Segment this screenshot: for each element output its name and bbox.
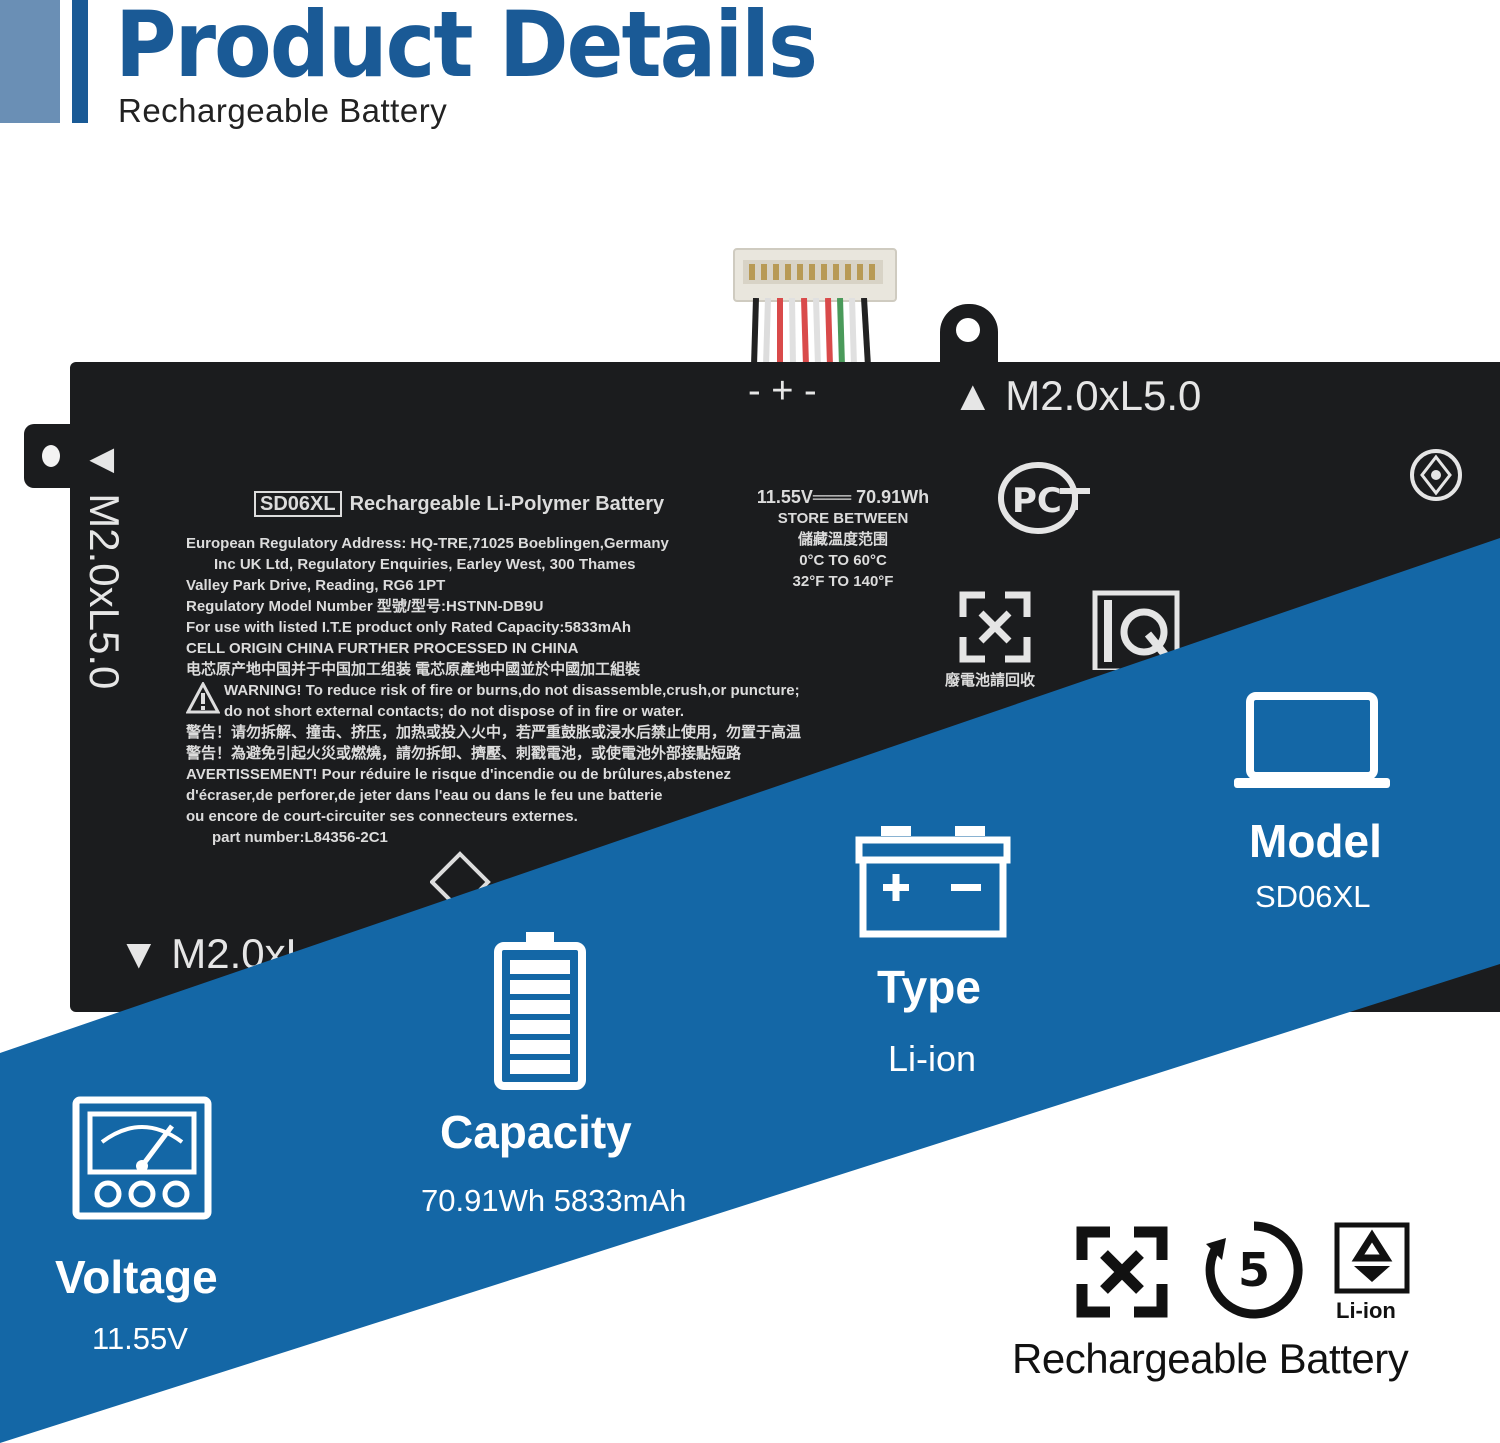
battery-label-title: Rechargeable Li-Polymer Battery: [349, 493, 665, 515]
rating-line: 32°F TO 140°F: [792, 573, 894, 590]
rating-line: 11.55V═══ 70.91Wh: [756, 487, 930, 507]
rating-line: 儲藏溫度范围: [797, 531, 888, 548]
pct-certification-icon: PC: [998, 462, 1090, 534]
rating-line: STORE BETWEEN: [777, 510, 909, 527]
label-line: part number:L84356-2C1: [212, 829, 388, 846]
ground-symbol-icon: [1410, 449, 1462, 501]
battery-label-text: European Regulatory Address: HQ-TRE,7102…: [186, 533, 801, 848]
label-line: CELL ORIGIN CHINA FURTHER PROCESSED IN C…: [186, 640, 579, 657]
type-value: Li-ion: [888, 1038, 977, 1079]
label-line: Valley Park Drive, Reading, RG6 1PT: [186, 577, 446, 594]
screw-spec-top-text: M2.0xL5.0: [1005, 372, 1202, 419]
liion-recycle-icon: [1334, 1222, 1410, 1294]
label-line: Inc UK Ltd, Regulatory Enquiries, Earley…: [214, 556, 636, 573]
battery-rating-block: 11.55V═══ 70.91Wh STORE BETWEEN 儲藏溫度范围 0…: [748, 487, 938, 592]
label-line: 警告！為避免引起火災或燃燒，請勿拆卸、擠壓、刺戳電池，或使電池外部接點短路: [186, 745, 742, 762]
liion-label: Li-ion: [1336, 1298, 1396, 1323]
battery-connector: [733, 248, 897, 302]
connector-pins-icon: [743, 260, 883, 284]
header-accent-block: [0, 0, 60, 123]
battery-model-box: SD06XL: [254, 491, 342, 517]
battery-label-title-row: SD06XL Rechargeable Li-Polymer Battery: [254, 491, 665, 517]
label-line: For use with listed I.T.E product only R…: [186, 619, 632, 636]
mount-hole: [42, 445, 60, 467]
connector-wires-icon: [751, 298, 871, 366]
battery-level-icon: [494, 932, 586, 1090]
rating-line: 0°C TO 60°C: [799, 552, 887, 569]
type-title: Type: [877, 961, 981, 1013]
terminal-markings: - + -: [748, 370, 817, 412]
label-line: Regulatory Model Number 型號/型号:HSTNN-DB9U: [186, 598, 544, 615]
model-value: SD06XL: [1255, 879, 1371, 914]
recycle-mark-icon: [1076, 1226, 1168, 1318]
recycle-caption: 廢電池請回收: [945, 672, 1036, 689]
label-line: WARNING! To reduce risk of fire or burns…: [224, 682, 800, 699]
mount-hole: [956, 318, 980, 342]
voltmeter-icon: [72, 1096, 212, 1220]
header-accent-bar: [72, 0, 88, 123]
screw-spec-top: ▲ M2.0xL5.0: [952, 372, 1202, 419]
label-line: European Regulatory Address: HQ-TRE,7102…: [186, 535, 669, 552]
label-line: AVERTISSEMENT! Pour réduire le risque d'…: [186, 766, 732, 783]
recycle-mark-icon: [959, 591, 1031, 663]
model-title: Model: [1249, 815, 1382, 867]
page-title: Product Details: [115, 0, 818, 98]
footer-rechargeable-battery: Rechargeable Battery: [1012, 1335, 1409, 1382]
recycle-code-icon: 5: [1205, 1221, 1303, 1319]
warning-triangle-icon: [186, 682, 220, 714]
certification-diamond-icon: [430, 851, 491, 910]
page-subtitle: Rechargeable Battery: [118, 92, 448, 129]
capacity-value: 70.91Wh 5833mAh: [421, 1183, 687, 1218]
compliance-mark-icon: [1092, 590, 1180, 670]
svg-text:PC: PC: [1012, 481, 1062, 521]
label-line: ou encore de court-circuiter ses connect…: [186, 808, 578, 825]
voltage-title: Voltage: [55, 1251, 218, 1303]
label-line: 电芯原产地中国并于中国加工组装 電芯原產地中國並於中國加工組裝: [186, 661, 641, 678]
capacity-title: Capacity: [440, 1106, 632, 1158]
label-line: do not short external contacts; do not d…: [224, 703, 685, 720]
recycle-code-number: 5: [1238, 1243, 1270, 1297]
label-line: 警告！请勿拆解、撞击、挤压，加热或投入火中，若严重鼓胀或浸水后禁止使用，勿置于高…: [186, 724, 802, 741]
car-battery-icon: [855, 826, 1011, 938]
voltage-value: 11.55V: [92, 1321, 188, 1356]
laptop-icon: [1234, 692, 1390, 788]
label-line: d'écraser,de perforer,de jeter dans l'ea…: [186, 787, 663, 804]
